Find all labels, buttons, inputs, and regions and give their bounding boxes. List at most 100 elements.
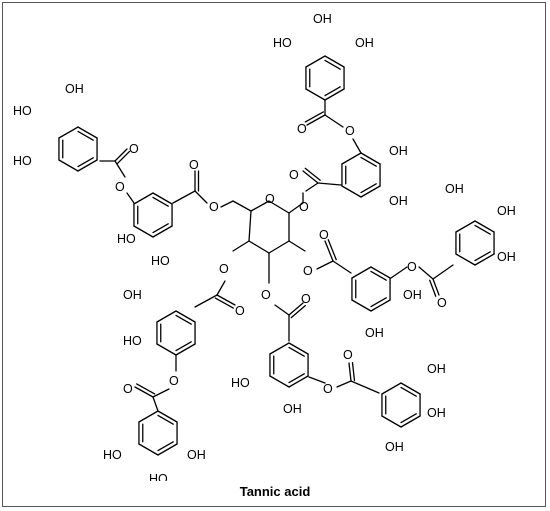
- bond-130: [116, 150, 131, 165]
- carbonyl-oxygen-label: O: [123, 382, 133, 396]
- carbonyl-oxygen-label: O: [289, 168, 299, 182]
- bond-101: [172, 190, 196, 204]
- bond-125: [304, 111, 324, 123]
- bond-45: [474, 220, 495, 233]
- bond-84: [400, 415, 421, 428]
- ester-oxygen-label: O: [299, 200, 309, 214]
- ester-oxygen-label: O: [323, 382, 333, 396]
- bond-124: [306, 114, 326, 126]
- hydroxyl-label-19: OH: [427, 362, 446, 376]
- bond-107: [304, 167, 321, 181]
- bond-89: [381, 382, 402, 395]
- bond-97: [220, 200, 234, 208]
- bond-41: [351, 299, 372, 312]
- bond-36: [370, 266, 391, 279]
- bond-90: [250, 200, 270, 212]
- bond-86: [381, 415, 402, 428]
- bond-121: [214, 297, 234, 309]
- bond-72: [157, 410, 178, 423]
- bond-91: [268, 200, 290, 214]
- bond-134: [418, 266, 434, 280]
- hydroxyl-label-8: OH: [389, 144, 408, 158]
- bond-27: [360, 152, 381, 165]
- bond-63: [288, 342, 309, 355]
- ester-oxygen-label: O: [345, 124, 355, 138]
- bond-129: [114, 148, 128, 162]
- bond-132: [126, 192, 135, 204]
- ring-oxygen-label: O: [265, 192, 275, 206]
- hydroxyl-label-10: OH: [445, 182, 464, 196]
- bond-58: [175, 341, 192, 352]
- hydroxyl-label-18: OH: [283, 402, 302, 416]
- ester-oxygen-label: O: [219, 262, 229, 276]
- bond-85: [400, 413, 417, 424]
- carbonyl-oxygen-label: O: [437, 296, 447, 310]
- hydroxyl-label-13: OH: [403, 288, 422, 302]
- bond-118: [232, 240, 250, 252]
- hydroxyl-label-7: HO: [151, 254, 170, 268]
- bond-116: [290, 305, 306, 319]
- bond-54: [175, 310, 196, 323]
- bond-147: [350, 380, 380, 394]
- bond-145: [348, 362, 352, 382]
- bond-3: [324, 88, 345, 101]
- bond-141: [136, 383, 156, 395]
- ester-oxygen-label: O: [407, 260, 417, 274]
- hydroxyl-label-22: HO: [103, 448, 122, 462]
- hydroxyl-label-12: OH: [497, 250, 516, 264]
- bond-13: [77, 157, 94, 168]
- hydroxyl-label-17: HO: [231, 376, 250, 390]
- bond-111: [327, 239, 337, 261]
- bond-81: [400, 382, 421, 395]
- bond-12: [77, 159, 98, 172]
- bond-95: [248, 210, 252, 242]
- bond-80: [138, 410, 159, 423]
- carbonyl-oxygen-label: O: [343, 348, 353, 362]
- hydroxyl-label-4: HO: [13, 104, 32, 118]
- carbonyl-oxygen-label: O: [129, 142, 139, 156]
- bond-126: [324, 114, 344, 128]
- bond-19: [152, 196, 169, 207]
- bond-98: [194, 190, 208, 204]
- bond-120: [216, 294, 236, 306]
- bond-30: [360, 185, 381, 198]
- hydroxyl-label-16: HO: [123, 334, 142, 348]
- carbonyl-oxygen-label: O: [297, 122, 307, 136]
- hydroxyl-label-15: OH: [123, 288, 142, 302]
- carbonyl-oxygen-label: O: [319, 228, 329, 242]
- hydroxyl-label-6: HO: [117, 232, 136, 246]
- bond-146: [351, 361, 356, 382]
- bond-4: [324, 86, 341, 97]
- hydroxyl-label-0: HO: [273, 36, 292, 50]
- bond-110: [324, 240, 334, 262]
- bond-9: [77, 126, 98, 139]
- hydroxyl-label-11: OH: [497, 204, 516, 218]
- bond-28: [360, 156, 377, 167]
- bond-102: [288, 202, 304, 214]
- bond-127: [352, 138, 362, 154]
- bond-140: [134, 386, 154, 398]
- bond-57: [175, 343, 196, 356]
- bond-18: [152, 192, 173, 205]
- bond-31: [360, 183, 377, 194]
- bond-144: [336, 380, 352, 388]
- carbonyl-oxygen-label: O: [301, 292, 311, 306]
- bond-82: [400, 386, 417, 397]
- bond-96: [232, 200, 252, 212]
- bond-50: [455, 253, 476, 266]
- bond-49: [474, 251, 491, 262]
- hydroxyl-label-1: OH: [313, 12, 332, 26]
- bond-21: [152, 225, 173, 238]
- bond-109: [316, 260, 334, 270]
- bond-8: [305, 55, 326, 68]
- ester-oxygen-label: O: [115, 180, 125, 194]
- bond-35: [341, 152, 362, 165]
- bond-106: [302, 170, 319, 184]
- bond-32: [341, 185, 362, 198]
- bond-76: [157, 441, 174, 452]
- bond-22: [152, 223, 169, 234]
- bond-115: [288, 302, 304, 316]
- bond-68: [269, 375, 290, 388]
